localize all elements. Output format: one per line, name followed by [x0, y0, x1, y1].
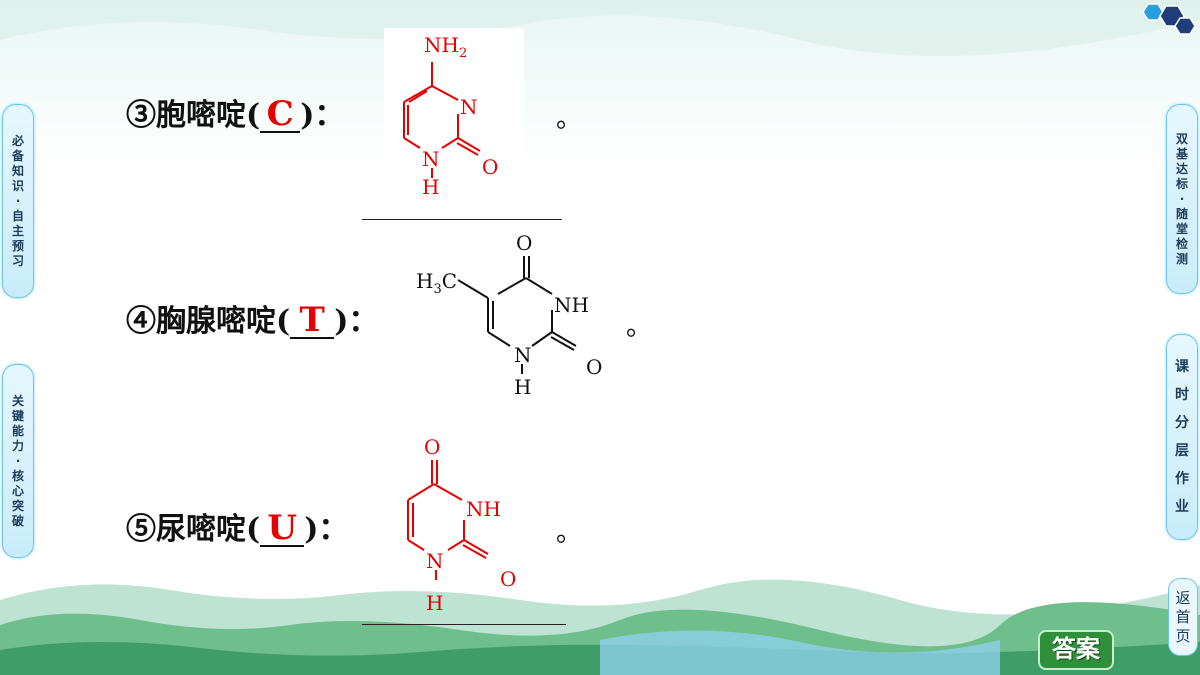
- nav-tab-char: 自: [11, 208, 24, 223]
- nav-tab-char: 时: [1175, 387, 1189, 403]
- nav-tab-homework[interactable]: 课时分层作业: [1166, 334, 1198, 540]
- nh3-label-u: NH: [466, 497, 501, 521]
- n3-label: N: [460, 95, 478, 119]
- methyl-label: H3C: [416, 269, 457, 297]
- period-uracil: 。: [556, 518, 583, 548]
- o2-label-t: O: [586, 355, 602, 379]
- n1-label: N: [422, 147, 440, 171]
- item-cytosine: ③胞嘧啶(C)：: [126, 94, 345, 134]
- nav-tab-char: 备: [11, 148, 24, 163]
- nav-tab-char: 分: [1175, 415, 1189, 431]
- nav-tab-basic-test[interactable]: 双基达标·随堂检测: [1166, 104, 1198, 294]
- period-thymine: 。: [626, 312, 653, 342]
- nav-tab-char: 力: [11, 438, 24, 453]
- hexagon-logo-icon: [1142, 3, 1196, 35]
- answer-blank-u: U: [260, 511, 305, 547]
- nav-tab-char: 知: [11, 163, 24, 178]
- answer-blank-c: C: [260, 97, 301, 133]
- o4-label-u: O: [424, 435, 440, 459]
- o4-label: O: [516, 231, 532, 255]
- nav-tab-char: 核: [11, 468, 24, 483]
- nav-tab-char: 键: [11, 408, 24, 423]
- nav-tab-char: 页: [1175, 626, 1191, 645]
- nav-tab-char: 关: [11, 393, 24, 408]
- nav-tab-char: 双: [1175, 131, 1188, 146]
- nav-tab-char: 测: [1175, 251, 1188, 266]
- nav-tab-char: 预: [11, 238, 24, 253]
- answer-button[interactable]: 答案: [1038, 630, 1114, 670]
- nav-tab-char: 随: [1175, 206, 1188, 221]
- n1-label-u: N: [426, 549, 444, 573]
- nav-tab-char: 首: [1175, 607, 1191, 626]
- nav-tab-char: 层: [1175, 443, 1189, 459]
- underline-cytosine: [362, 219, 562, 220]
- nav-tab-essential-knowledge[interactable]: 必备知识·自主预习: [2, 104, 34, 298]
- nav-tab-char: 必: [11, 133, 24, 148]
- nh2-label: NH2: [424, 33, 467, 61]
- nav-tab-char: 基: [1175, 146, 1188, 161]
- nav-tab-char: 作: [1175, 471, 1189, 487]
- nav-tab-char: 返: [1175, 588, 1191, 607]
- nav-tab-char: 检: [1175, 236, 1188, 251]
- nav-tab-char: 业: [1175, 499, 1189, 515]
- nav-tab-char: ·: [15, 453, 21, 468]
- cytosine-structure: NH2 N N H O: [384, 28, 524, 218]
- nav-tab-char: 标: [1175, 176, 1188, 191]
- nav-tab-char: 心: [11, 483, 24, 498]
- nav-tab-char: ·: [1179, 191, 1185, 206]
- nav-tab-char: 达: [1175, 161, 1188, 176]
- nav-tab-char: 能: [11, 423, 24, 438]
- nav-tab-char: 课: [1175, 359, 1189, 375]
- h1-label: H: [422, 175, 439, 199]
- n1-label-t: N: [514, 343, 532, 367]
- nav-tab-char: 突: [11, 498, 24, 513]
- nav-tab-char: 习: [11, 253, 24, 268]
- item-uracil: ⑤尿嘧啶(U)：: [126, 508, 349, 548]
- o2-label: O: [482, 155, 498, 179]
- answer-blank-t: T: [290, 303, 335, 339]
- return-home-button[interactable]: 返首页: [1168, 578, 1198, 656]
- h1-label-u: H: [426, 591, 443, 615]
- period-cytosine: 。: [556, 104, 583, 134]
- nav-tab-char: ·: [15, 193, 21, 208]
- nav-tab-char: 主: [11, 223, 24, 238]
- item-thymine: ④胸腺嘧啶(T)：: [126, 300, 379, 340]
- h1-label-t: H: [514, 375, 531, 399]
- nav-tab-char: 堂: [1175, 221, 1188, 236]
- nav-tab-char: 识: [11, 178, 24, 193]
- uracil-structure: O NH N H O: [407, 435, 516, 615]
- underline-uracil: [362, 624, 566, 625]
- nav-tab-char: 破: [11, 513, 24, 528]
- nav-tab-key-abilities[interactable]: 关键能力·核心突破: [2, 364, 34, 558]
- nh3-label: NH: [554, 293, 589, 317]
- thymine-structure: O H3C NH N H O: [416, 231, 602, 399]
- o2-label-u: O: [500, 567, 516, 591]
